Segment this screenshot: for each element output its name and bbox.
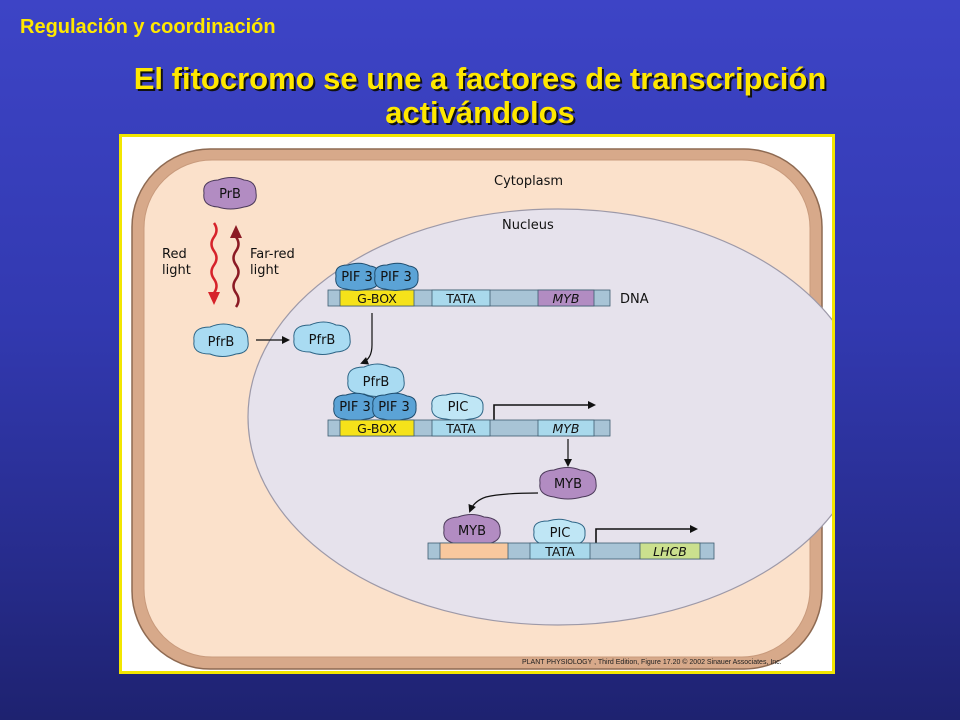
figure-frame: Cytoplasm Nucleus PrB Red light Far-red …: [119, 134, 835, 674]
pfrb-label-cytoplasm: PfrB: [208, 335, 235, 350]
tata-label-1: TATA: [445, 291, 476, 306]
dna-strand-3: TATA LHCB: [427, 542, 715, 560]
g-box-label-2: G-BOX: [357, 421, 397, 436]
red-light-label-2: light: [162, 263, 191, 278]
pfrb-protein-nucleus: PfrB: [293, 321, 351, 355]
nucleus: [247, 208, 832, 626]
g-box-label-1: G-BOX: [357, 291, 397, 306]
slide-title-line-1: El fitocromo se une a factores de transc…: [133, 61, 827, 96]
pif3-protein-2a: PIF 3: [333, 392, 378, 421]
pif3-label-1b: PIF 3: [380, 270, 412, 285]
lhcb-gene-label: LHCB: [653, 544, 687, 559]
pfrb-protein-bound: PfrB: [347, 363, 405, 397]
phytochrome-diagram: Cytoplasm Nucleus PrB Red light Far-red …: [131, 148, 832, 670]
section-title: Regulación y coordinación: [20, 16, 276, 38]
myb-label-free: MYB: [554, 477, 582, 492]
g-box-1: [339, 289, 415, 307]
pif3-label-1a: PIF 3: [341, 270, 373, 285]
pif3-protein-1b: PIF 3: [374, 262, 419, 291]
myb-protein-bound: MYB: [443, 514, 501, 547]
cytoplasm-label: Cytoplasm: [494, 174, 563, 189]
slide-title-line-2: activándolos: [385, 95, 575, 130]
binding-arrow: [360, 313, 373, 365]
transcription-arrow-2: [595, 525, 698, 543]
pfrb-protein-cytoplasm: PfrB: [193, 323, 249, 357]
pic-label-2: PIC: [550, 526, 571, 541]
myb-gene-label-2: MYB: [553, 421, 580, 436]
myb-gene-label-1: MYB: [553, 291, 580, 306]
transcription-arrow-1: [493, 401, 596, 420]
slide-title: El fitocromo se une a factores de transc…: [0, 62, 960, 130]
tata-box-3: [529, 542, 591, 560]
myb-gene-1: [537, 289, 595, 307]
prb-protein: PrB: [203, 177, 257, 210]
myb-label-bound: MYB: [458, 524, 486, 539]
pif3-protein-2b: PIF 3: [372, 392, 417, 421]
myb-binding-arrow: [468, 492, 539, 513]
pif3-protein-1a: PIF 3: [335, 262, 380, 291]
pic-protein-2: PIC: [533, 518, 586, 547]
pic-protein-1: PIC: [431, 392, 484, 421]
far-red-light-label-2: light: [250, 263, 279, 278]
dna-strand-1: G-BOX TATA MYB: [327, 289, 611, 307]
nucleus-label: Nucleus: [502, 218, 554, 233]
myb-gene-2: [537, 419, 595, 437]
dna-strand-2: G-BOX TATA MYB: [327, 419, 611, 437]
pic-label-1: PIC: [448, 400, 469, 415]
tata-box-2: [431, 419, 491, 437]
myb-binding-site: [439, 542, 509, 560]
g-box-2: [339, 419, 415, 437]
tata-box-1: [431, 289, 491, 307]
dna-label: DNA: [620, 292, 649, 307]
pif3-label-2b: PIF 3: [378, 400, 410, 415]
red-light-wave-icon: [208, 222, 220, 305]
tata-label-2: TATA: [445, 421, 476, 436]
far-red-light-wave-icon: [230, 225, 242, 308]
red-light-label-1: Red: [162, 247, 187, 262]
pfrb-label-nucleus: PfrB: [309, 333, 336, 348]
prb-label: PrB: [219, 187, 241, 202]
pfrb-label-bound: PfrB: [363, 375, 390, 390]
figure-caption: PLANT PHYSIOLOGY , Third Edition, Figure…: [522, 658, 782, 666]
far-red-light-label-1: Far-red: [250, 247, 295, 262]
pif3-label-2a: PIF 3: [339, 400, 371, 415]
myb-protein-free: MYB: [539, 467, 597, 500]
lhcb-gene: [639, 542, 701, 560]
tata-label-3: TATA: [544, 544, 575, 559]
